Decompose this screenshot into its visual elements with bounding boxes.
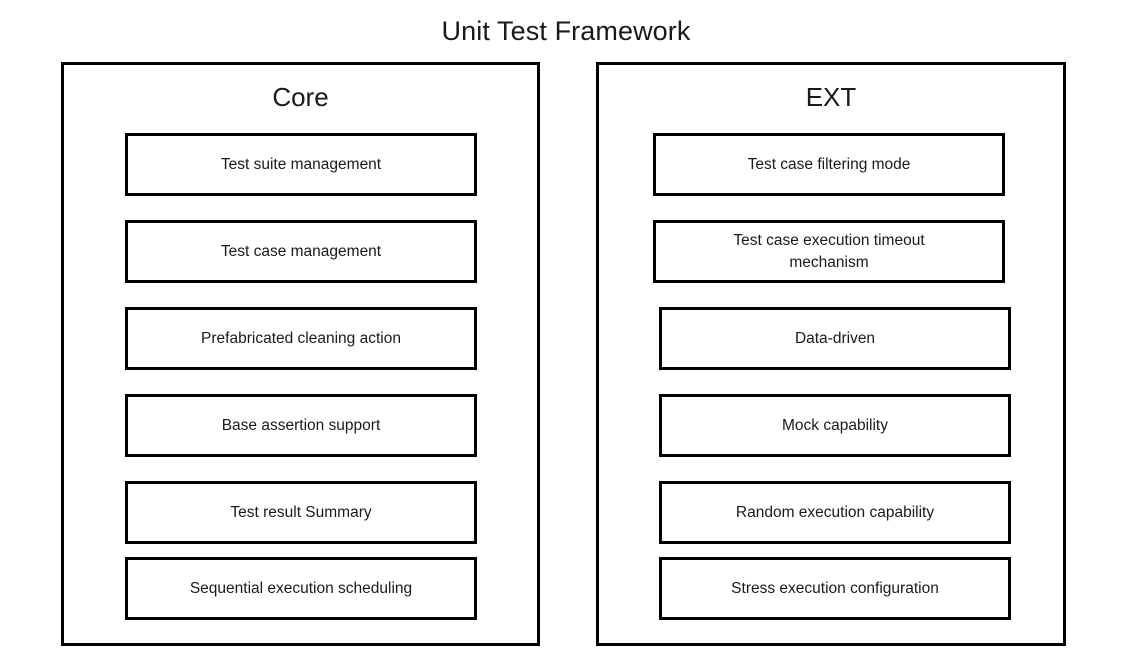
ext-item-3[interactable]: Mock capability — [659, 394, 1011, 457]
core-item-4-label: Test result Summary — [230, 503, 372, 521]
core-item-2-label: Prefabricated cleaning action — [201, 329, 401, 347]
ext-item-4-label: Random execution capability — [735, 503, 935, 521]
ext-item-0-label: Test case filtering mode — [747, 155, 911, 173]
ext-item-2[interactable]: Data-driven — [659, 307, 1011, 370]
ext-item-2-label: Data-driven — [794, 329, 876, 347]
core-item-3[interactable]: Base assertion support — [125, 394, 477, 457]
ext-item-4[interactable]: Random execution capability — [659, 481, 1011, 544]
ext-item-3-label: Mock capability — [782, 416, 888, 434]
ext-item-1-label: Test case execution timeout mechanism — [733, 231, 925, 271]
ext-item-1[interactable]: Test case execution timeout mechanism — [653, 220, 1005, 283]
core-item-5-label: Sequential execution scheduling — [189, 579, 413, 597]
core-item-5[interactable]: Sequential execution scheduling — [125, 557, 477, 620]
core-item-1[interactable]: Test case management — [125, 220, 477, 283]
panel-core-title: Core — [272, 82, 329, 112]
core-item-4[interactable]: Test result Summary — [125, 481, 477, 544]
panel-ext: EXT Test case filtering mode Test case e… — [596, 62, 1066, 646]
panel-core: Core Test suite management Test case man… — [61, 62, 540, 646]
core-item-2[interactable]: Prefabricated cleaning action — [125, 307, 477, 370]
core-item-0[interactable]: Test suite management — [125, 133, 477, 196]
ext-item-0[interactable]: Test case filtering mode — [653, 133, 1005, 196]
ext-item-5[interactable]: Stress execution configuration — [659, 557, 1011, 620]
ext-item-5-label: Stress execution configuration — [731, 579, 939, 597]
diagram-title: Unit Test Framework — [441, 16, 691, 46]
core-item-3-label: Base assertion support — [221, 416, 381, 434]
panel-ext-title: EXT — [805, 82, 857, 112]
core-item-1-label: Test case management — [220, 242, 382, 260]
core-item-0-label: Test suite management — [220, 155, 382, 173]
